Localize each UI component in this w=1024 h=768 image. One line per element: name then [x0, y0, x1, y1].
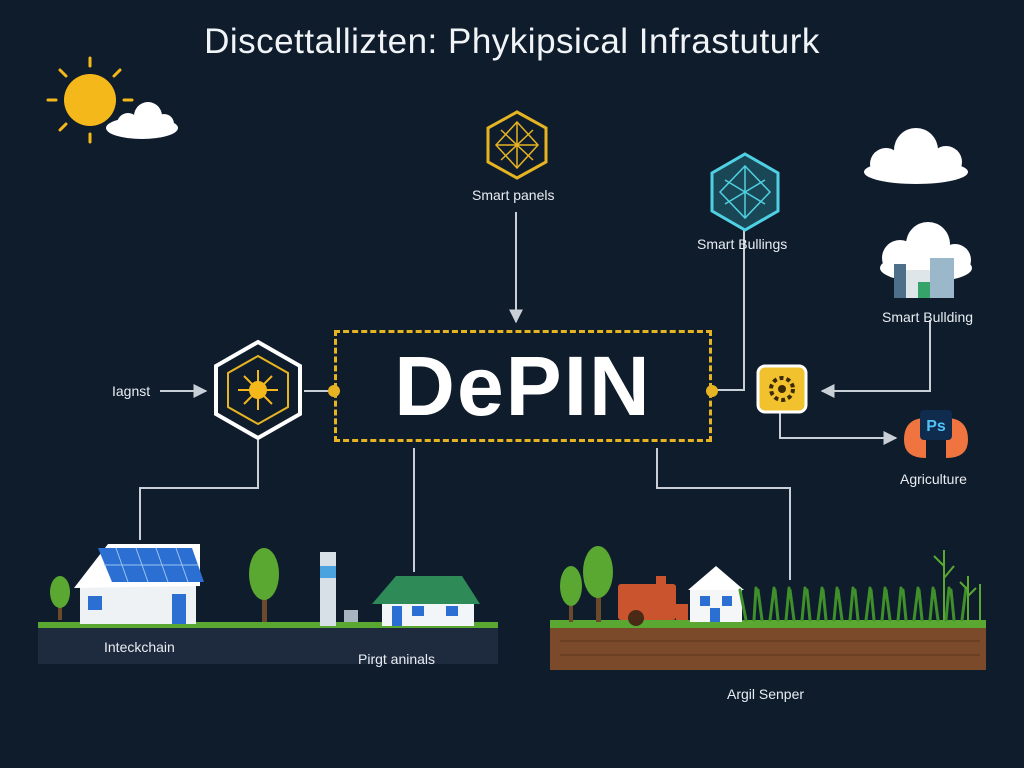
connector-line [656, 448, 791, 580]
badge-text: Ps [926, 418, 946, 435]
network-node-icon[interactable] [486, 110, 548, 180]
connector-line [820, 320, 931, 398]
label-inteckchain: Inteckchain [104, 639, 175, 655]
cloud-icon [864, 128, 968, 184]
solar-house-icon [38, 544, 498, 664]
connector-line [779, 412, 898, 445]
depin-center-box[interactable]: DePIN [334, 330, 712, 442]
page-title: Discettallizten: Phykipsical Infrastutur… [204, 22, 820, 61]
label-smart-bullding: Smart Bullding [882, 309, 974, 325]
app-badge-icon[interactable]: Ps [904, 410, 968, 458]
label-smart-panels: Smart panels [472, 187, 555, 203]
building-icon[interactable] [880, 222, 972, 298]
label-pirgt-aninals: Pirgt aninals [358, 651, 436, 667]
network-node-icon[interactable] [214, 339, 302, 441]
label-iagnst: Iagnst [112, 383, 151, 399]
connector-line [714, 230, 745, 391]
sun-icon [46, 56, 134, 144]
cloud-icon [106, 102, 178, 139]
connector-line [139, 440, 259, 540]
gear-icon[interactable] [756, 364, 808, 414]
network-node-icon[interactable] [710, 152, 780, 232]
label-agriculture: Agriculture [900, 471, 967, 487]
label-smart-bullings: Smart Bullings [697, 236, 788, 252]
label-argil-senper: Argil Senper [727, 686, 805, 702]
farm-icon [550, 546, 986, 670]
